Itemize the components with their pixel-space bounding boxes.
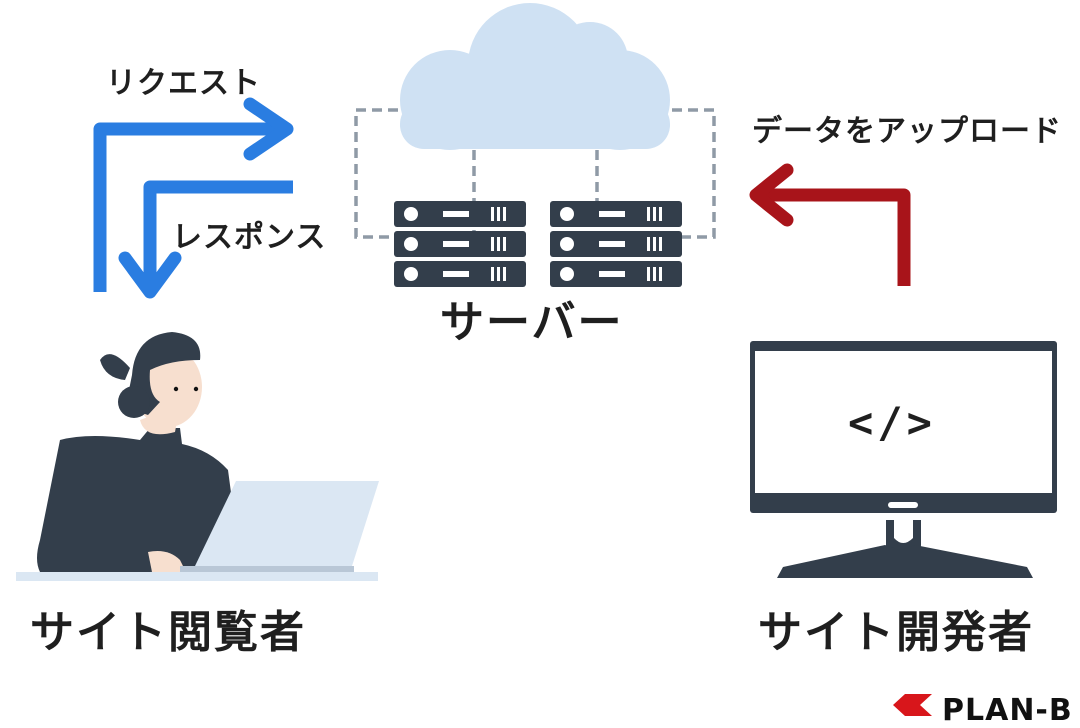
code-icon: </> (848, 398, 936, 447)
request-label: リクエスト (106, 66, 261, 101)
viewer-label: サイト閲覧者 (30, 607, 306, 658)
logo-text: PLAN-B (942, 693, 1073, 728)
logo-mark (893, 694, 932, 716)
monitor-icon (750, 341, 1057, 578)
server-label: サーバー (440, 297, 624, 348)
server-rack-left (394, 201, 526, 287)
upload-arrow (749, 163, 911, 286)
cloud-icon (400, 3, 670, 150)
request-arrow (93, 97, 294, 292)
upload-label: データをアップロード (752, 114, 1062, 149)
viewer-illustration (16, 332, 379, 581)
response-arrow (118, 180, 293, 299)
response-label: レスポンス (172, 220, 327, 255)
server-rack-right (550, 201, 682, 287)
developer-label: サイト開発者 (758, 607, 1034, 658)
